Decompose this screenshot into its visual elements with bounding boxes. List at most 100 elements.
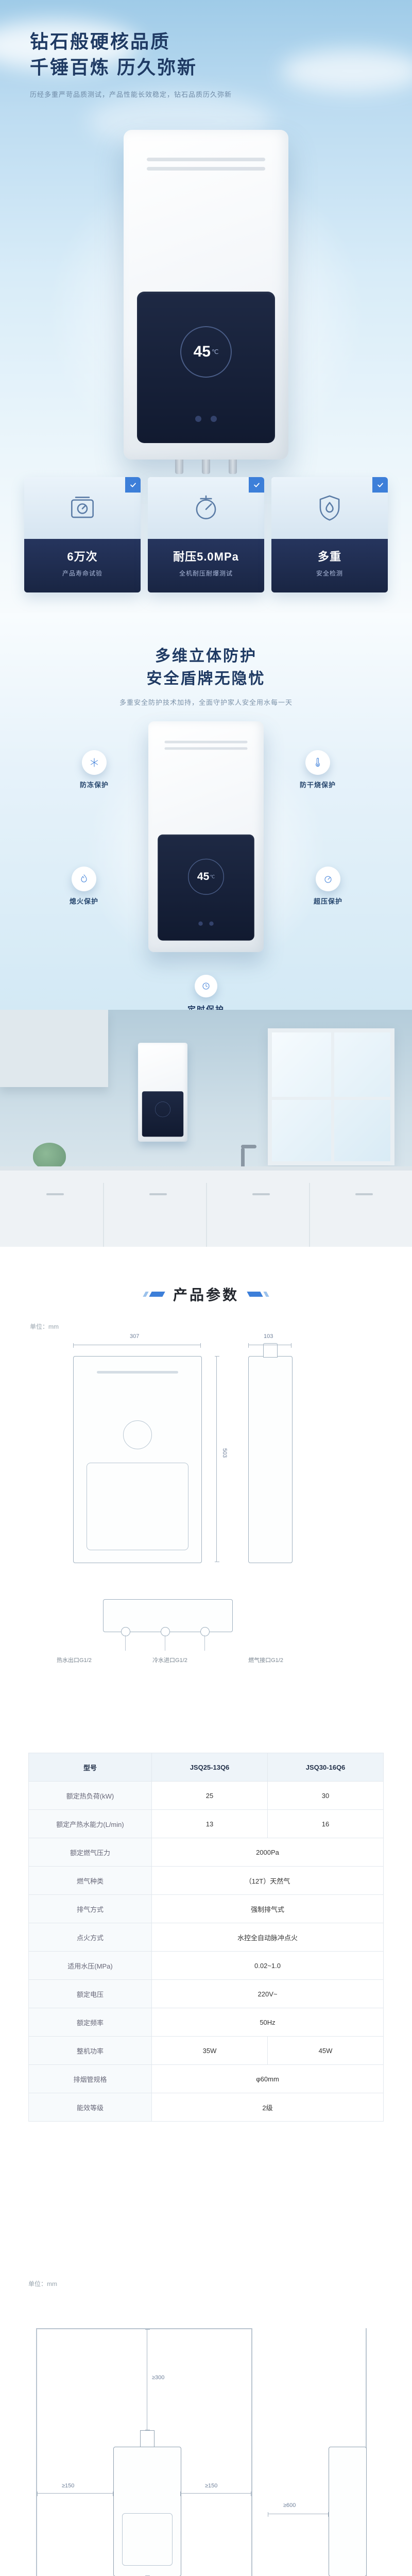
right-wall-line [251,2328,252,2576]
spec-value: 13 [151,1809,268,1838]
heater-button [209,921,214,926]
installation-diagram: ≥300 ≥150 ≥150 约1650 ≥600 [26,2297,386,2576]
spec-label: 整机功率 [28,2036,152,2065]
card-headline: 耐压5.0MPa [173,550,239,563]
spec-value: （12T）天然气 [151,1866,384,1895]
gauge-icon [316,867,340,891]
spec-label: 额定电压 [28,1979,152,2008]
cloud [0,21,139,70]
card-caption: 产品寿命试验 [62,570,102,577]
protection-title-line1: 多维立体防护 [155,648,257,665]
callout-label: 超压保护 [313,897,342,905]
unit-note: 单位：mm [30,1323,59,1330]
protection-title-line2: 安全盾牌无隐忧 [146,670,266,687]
hero-title: 钻石般硬核品质 千锤百炼 历久弥新 [30,29,232,81]
drawing-flue [263,1343,278,1358]
card-badge [125,477,141,493]
heater-display-panel: 45 ℃ [157,834,255,941]
timer-title: 定时保护 [0,1003,412,1010]
water-heater-image: 45 ℃ [124,130,288,474]
parameters-section: 产品参数 单位：mm 307 503 103 [0,1247,412,2257]
window [268,1028,394,1165]
spec-value: 25 [151,1781,268,1810]
callout-label: 防干烧保护 [299,781,336,789]
cabinet-handle [149,1193,167,1195]
heater-button [195,415,201,422]
heater-temp-dial: 45 ℃ [180,326,232,378]
right-clearance: ≥150 [205,2483,218,2489]
top-clearance: ≥300 [152,2375,165,2381]
spec-value: JSQ25-13Q6 [151,1753,268,1782]
spec-label: 额定燃气压力 [28,1838,152,1867]
callout-overpressure-protection: 超压保护 [295,867,362,906]
water-heater-graphic [138,1043,187,1142]
card-headline: 6万次 [67,550,98,563]
wall-mounted-heater [138,1043,187,1142]
card-caption: 全机耐压耐爆测试 [179,570,233,577]
hero-title-line2: 千锤百炼 历久弥新 [30,57,198,78]
faucet [241,1145,256,1170]
timer-protection: 定时保护 连续工作45分钟自动关机 [0,975,412,1010]
heater-temp-value: 45 [193,343,211,361]
connection-labels: 热水出口G1/2 冷水进口G1/2 燃气接口G1/2 [57,1656,283,1664]
spec-value: 强制排气式 [151,1894,384,1923]
cloud [281,49,412,93]
spec-row: 点火方式水控全自动脉冲点火 [28,1923,384,1952]
protection-subtitle: 多重安全防护技术加持，全面守护家人安全用水每一天 [119,699,293,706]
counter-cabinet [0,1166,412,1247]
heater-temp-dial: 45 ℃ [188,858,224,895]
plant [33,1143,66,1170]
spec-label: 点火方式 [28,1923,152,1952]
card-text: 多重 安全检测 [271,539,388,592]
spec-value: 35W [151,2036,268,2065]
heater-vent [164,747,248,750]
feature-card-durability: 6万次 产品寿命试验 [24,477,141,592]
feature-card-pressure: 耐压5.0MPa 全机耐压耐爆测试 [148,477,264,592]
hot-water-outlet [121,1627,130,1636]
cold-water-inlet [161,1627,170,1636]
left-clearance: ≥150 [62,2483,75,2489]
callout-flameout-protection: 熄火保护 [50,867,117,906]
spec-label: 能效等级 [28,2093,152,2122]
heater-front-outline [113,2447,181,2576]
leader-line [204,1635,205,1651]
spec-value: 0.02~1.0 [151,1951,384,1980]
spec-label: 额定频率 [28,2008,152,2037]
depth-dimension: 103 [264,1333,273,1340]
callout-label: 熄火保护 [69,897,98,905]
thermometer-icon [305,750,330,775]
hero-title-block: 钻石般硬核品质 千锤百炼 历久弥新 历经多重严苛品质测试，产品性能长效稳定，钻石… [30,29,232,99]
cabinet-handle [355,1193,373,1195]
card-caption: 安全检测 [316,570,343,577]
spec-value: 2000Pa [151,1838,384,1867]
check-icon [377,482,383,487]
cabinet-handle [252,1193,270,1195]
heater-pipe [175,460,183,474]
spec-label: 排烟管规格 [28,2064,152,2093]
callout-freeze-protection: 防冻保护 [61,750,128,789]
heater-buttons [137,415,276,422]
heater-display-panel [142,1091,184,1137]
heater-vent [146,158,266,161]
width-dimension: 307 [130,1333,140,1340]
spec-value: 50Hz [151,2008,384,2037]
drawing-dial [123,1420,152,1449]
connection-label: 燃气接口G1/2 [248,1657,283,1664]
durability-test-image [24,477,141,539]
card-badge [372,477,388,493]
heater-display-panel: 45 ℃ [136,291,276,443]
spec-row: 排气方式强制排气式 [28,1894,384,1923]
flame-icon [72,867,96,891]
card-text: 耐压5.0MPa 全机耐压耐爆测试 [148,539,264,592]
heater-pipes [124,460,288,474]
heater-vent [164,740,248,743]
side-view-drawing [248,1343,293,1563]
